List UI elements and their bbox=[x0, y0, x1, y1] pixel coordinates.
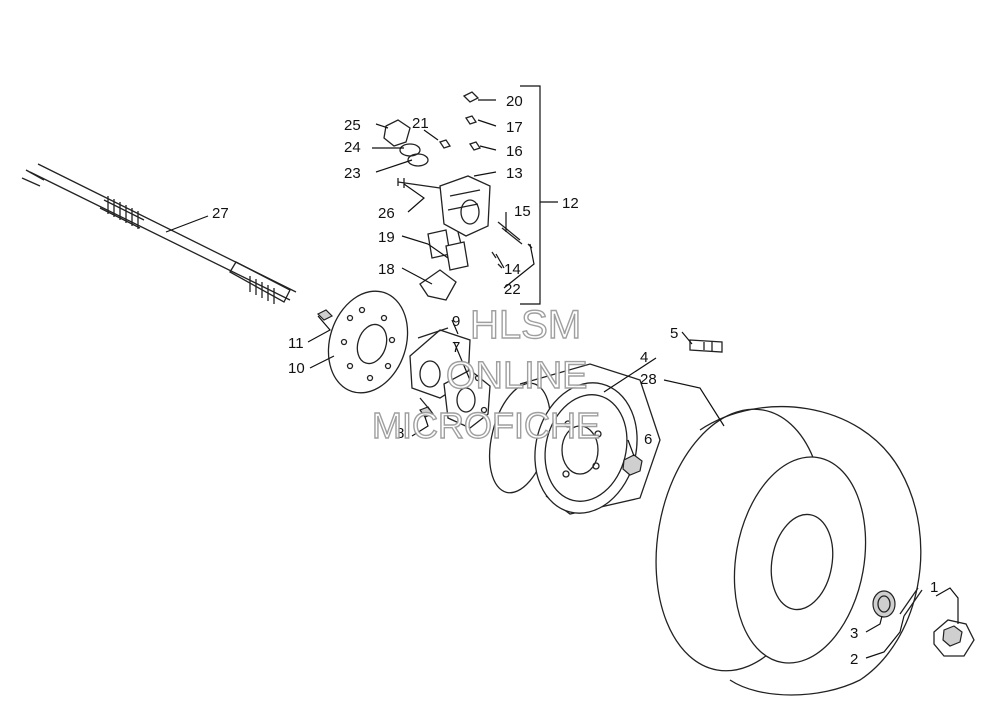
callout-25: 25 bbox=[344, 117, 361, 134]
callout-3: 3 bbox=[850, 625, 858, 642]
callout-22: 22 bbox=[504, 281, 521, 298]
callout-2: 2 bbox=[850, 651, 858, 668]
callout-17: 17 bbox=[506, 119, 523, 136]
watermark: HLSM ONLINE MICROFICHE bbox=[371, 302, 600, 446]
callout-14: 14 bbox=[504, 261, 521, 278]
watermark-line-2: ONLINE bbox=[446, 355, 587, 397]
wheel-rim bbox=[488, 363, 661, 515]
callout-11: 11 bbox=[288, 335, 304, 352]
callout-6: 6 bbox=[644, 431, 652, 448]
callout-21: 21 bbox=[412, 115, 429, 132]
callout-8: 8 bbox=[396, 425, 404, 442]
wheel-hub bbox=[443, 369, 491, 429]
callout-19: 19 bbox=[378, 229, 395, 246]
callout-12: 12 bbox=[562, 195, 579, 212]
group-bracket bbox=[520, 85, 558, 305]
callout-10: 10 bbox=[288, 360, 305, 377]
callout-4: 4 bbox=[640, 349, 648, 366]
hub-cap bbox=[933, 619, 975, 657]
leader-lines bbox=[165, 99, 959, 659]
axle-nut bbox=[872, 590, 896, 618]
callout-27: 27 bbox=[212, 205, 229, 222]
callout-18: 18 bbox=[378, 261, 395, 278]
brake-caliper bbox=[439, 175, 491, 249]
pad-spring bbox=[419, 269, 457, 301]
callout-23: 23 bbox=[344, 165, 361, 182]
watermark-line-1: HLSM bbox=[470, 303, 581, 347]
callout-7: 7 bbox=[452, 339, 460, 356]
callout-9: 9 bbox=[452, 313, 460, 330]
callout-16: 16 bbox=[506, 143, 523, 160]
callout-5: 5 bbox=[670, 325, 678, 342]
brake-rotor bbox=[327, 290, 409, 394]
boot-seal bbox=[383, 119, 429, 167]
callout-labels: 1 2 3 4 5 6 7 8 9 10 11 12 13 14 15 16 1… bbox=[212, 93, 938, 668]
callout-26: 26 bbox=[378, 205, 395, 222]
callout-24: 24 bbox=[344, 139, 361, 156]
caliper-pin bbox=[397, 178, 441, 189]
rotor-bolt bbox=[316, 309, 334, 321]
cotter-pin bbox=[899, 587, 923, 617]
watermark-line-3: MICROFICHE bbox=[372, 405, 600, 446]
callout-20: 20 bbox=[506, 93, 523, 110]
tire bbox=[655, 405, 922, 696]
callout-13: 13 bbox=[506, 165, 523, 182]
brake-pads bbox=[427, 229, 469, 271]
valve-stem bbox=[689, 339, 723, 353]
callout-1: 1 bbox=[930, 579, 938, 596]
callout-28: 28 bbox=[640, 371, 657, 388]
axle-shaft bbox=[21, 163, 297, 304]
callout-15: 15 bbox=[514, 203, 531, 220]
